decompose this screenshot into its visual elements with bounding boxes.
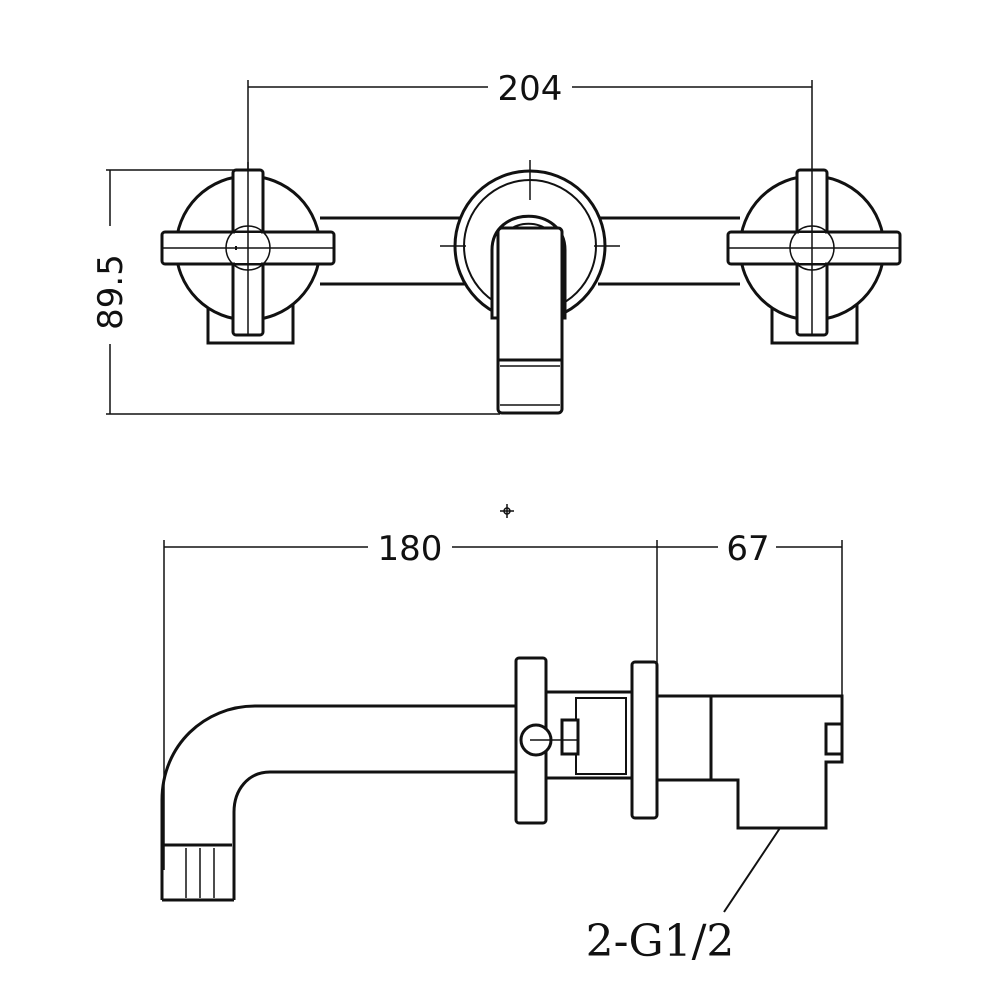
right-cross-handle [726,168,902,345]
left-cross-handle [160,162,336,345]
dimension-180-label: 180 [378,529,443,569]
cover-plate-bar [320,216,740,286]
wall-plate-side [630,660,659,820]
spout-pipe-side [160,704,520,902]
connection-leader: 2-G1/2 [586,827,781,967]
valve-body-side [655,694,844,830]
dimension-67-label: 67 [726,529,769,569]
reference-cross-mark [500,504,514,518]
dimension-89-5-label: 89.5 [91,254,131,330]
dimension-67: 67 [657,529,843,700]
dimension-180: 180 [163,529,658,870]
dimension-89-5: 89.5 [91,169,500,415]
side-view: 180 67 [160,529,844,967]
dimension-204-label: 204 [498,69,563,109]
connection-note-label: 2-G1/2 [586,916,735,967]
side-cross-handle [514,656,634,825]
front-view: 204 89.5 [91,69,902,415]
center-spout-front [440,160,620,415]
dimension-204: 204 [247,69,813,170]
